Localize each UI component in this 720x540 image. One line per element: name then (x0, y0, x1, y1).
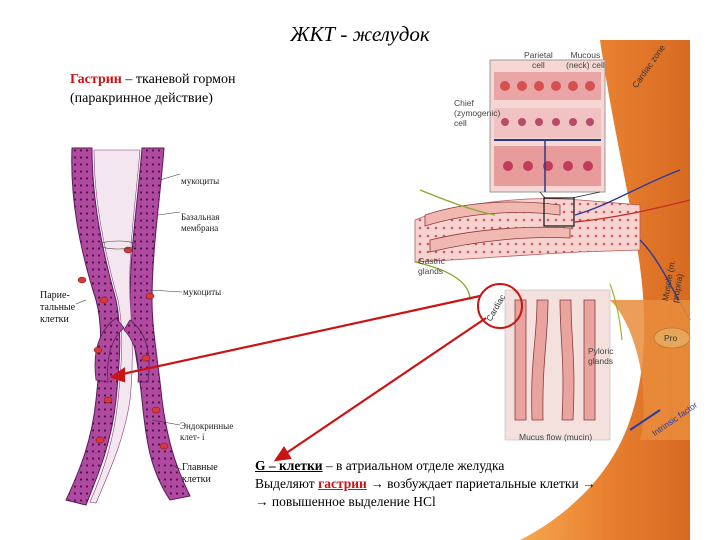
hormone-action: (паракринное действие) (70, 91, 213, 106)
label-chief-cell-2: (zymogenic) (454, 108, 501, 118)
label-pro: Pro (664, 333, 678, 343)
label-chief-cell-1: Chief (454, 98, 474, 108)
gland-branch (94, 317, 125, 383)
left-gland-diagram (65, 147, 191, 506)
label-mucous-cell: Mucous (neck) cell (566, 50, 605, 70)
label-gastric-glands-1: Gastric (418, 256, 445, 266)
gland-lumen (89, 149, 141, 504)
highlight-circle (477, 283, 523, 329)
gastrin-term: гастрин (318, 476, 367, 491)
label-parietal-1: Парие- (40, 290, 70, 301)
label-parietal-cell-1: Parietal (524, 50, 553, 60)
label-basal-membrane-1: Базальная (181, 212, 220, 222)
label-parietal-3: клетки (40, 314, 69, 325)
label-mucous-cell-1: Mucous (570, 50, 601, 60)
slide-title: ЖКТ - желудок (290, 22, 430, 46)
parietal-cells (77, 246, 169, 450)
label-mucus-flow: Mucus flow (mucin) (519, 432, 593, 442)
leader-lines (75, 173, 183, 471)
gland-wall-left (65, 147, 121, 506)
pyloric-glands (514, 299, 596, 421)
nerve-line (609, 283, 623, 341)
label-basal-membrane-2: мембрана (181, 223, 219, 233)
gland-branch-2 (123, 319, 150, 383)
pro-blob (653, 327, 691, 349)
label-basal-membrane: Базальная мембрана (181, 212, 219, 234)
pit-marker (99, 240, 137, 250)
label-pyloric-glands-1: Pyloric (588, 346, 614, 356)
g-cells-location: – в атриальном отделе желудка (322, 458, 505, 473)
label-endocrine-2: клет- і (180, 432, 205, 442)
bottom-text: G – клетки – в атриальном отделе желудка… (255, 457, 596, 511)
label-mucous-cell-2: (neck) cell (566, 60, 605, 70)
hormone-name: Гастрин (70, 72, 122, 87)
hormone-desc: – тканевой гормон (121, 72, 236, 87)
stimulates-text: → возбуждает париетальные клетки → (366, 476, 596, 491)
label-parietal-cells: Парие- тальные клетки (40, 290, 75, 326)
arrow-to-text (281, 317, 487, 457)
label-pyloric-glands-2: glands (588, 356, 614, 366)
secrete-text: Выделяют (255, 476, 319, 491)
label-gastric-glands-2: glands (418, 266, 444, 276)
label-parietal-cell-2: cell (532, 60, 545, 70)
label-gastric-glands: Gastric glands (418, 256, 445, 276)
g-cells-term: G – клетки (255, 458, 323, 473)
label-mucocytes-top: мукоциты (181, 176, 220, 186)
label-endocrine-1: Эндокринные (180, 421, 234, 431)
label-parietal-2: тальные (40, 302, 76, 313)
label-chief-cells: Главные клетки (182, 462, 218, 486)
label-pyloric-glands: Pyloric glands (588, 346, 614, 366)
label-chief-cell-3: cell (454, 118, 467, 128)
label-chief-cell: Chief (zymogenic) cell (454, 98, 500, 128)
gastric-gland-folds (424, 201, 571, 253)
label-parietal-cell: Parietal cell (524, 50, 553, 70)
label-mucocytes-mid: мукоциты (183, 287, 222, 297)
intro-text: Гастрин – тканевой гормон (паракринное д… (70, 70, 236, 108)
red-arrows (109, 294, 487, 462)
arrow-head-gland (109, 366, 126, 383)
right-stomach-illustration (414, 40, 691, 540)
label-endocrine-cells: Эндокринные клет- і (180, 421, 233, 443)
inset-connectors (539, 191, 601, 199)
focus-box (543, 197, 575, 227)
inset-cells (494, 72, 601, 192)
arrow-to-gland (117, 294, 481, 377)
hcl-text: → повышенное выделение HCl (255, 494, 436, 509)
label-chief-2: клетки (182, 474, 211, 485)
arrow-head-text (273, 445, 292, 462)
intrinsic-arrow (629, 409, 661, 431)
label-chief-1: Главные (182, 462, 218, 473)
